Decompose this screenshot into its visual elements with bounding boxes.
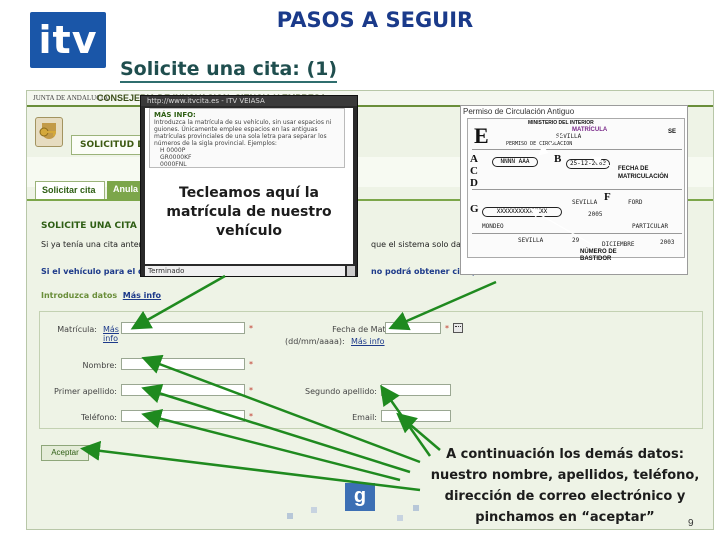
matricula-link-line2: info (103, 334, 119, 343)
tab-bar: Solicitar cita Anula (27, 181, 713, 199)
notice-vehicle: Si el vehículo para el que no podrá obte… (41, 267, 487, 276)
notice1-text: Si ya tenía una cita anterior (41, 240, 153, 249)
intro-label: Introduzca datos (41, 291, 118, 300)
permit-uso: PARTICULAR (632, 223, 669, 230)
permit-caption: Permiso de Circulación Antiguo (463, 107, 575, 116)
intro-more-info-link[interactable]: Más info (122, 291, 162, 300)
permit-letter-g: G (470, 203, 479, 215)
matricula-more-info-link[interactable]: Más info (103, 325, 119, 343)
permit-sign-year: 2003 (660, 239, 675, 246)
permit-sign-month: DICIEMBRE (602, 241, 635, 248)
permit-sign-day: 29 (572, 237, 580, 244)
permit-bastidor-box: XXXXXXXXXXXXXX (482, 207, 562, 217)
notice-previous-appointment: Si ya tenía una cita anterior que el sis… (41, 240, 701, 249)
matricula-label: Matrícula: (57, 325, 97, 334)
email-input[interactable] (381, 410, 451, 422)
popup-status-bar: Terminado (145, 266, 345, 276)
permit-year: 2005 (588, 211, 603, 218)
permit-document: MINISTERIO DEL INTERIOR E SEVILLA MATRÍC… (467, 118, 685, 262)
permit-date-box: 25-12-2003 (566, 159, 610, 169)
aceptar-button[interactable]: Aceptar (41, 445, 89, 461)
fecha-required-mark: * (445, 324, 449, 333)
fecha-more-info-link[interactable]: Más info (351, 337, 385, 346)
permit-label: PERMISO DE CIRCULACION (506, 141, 573, 147)
permit-letter-f: F (604, 191, 611, 203)
scroll-arrow-icon[interactable] (347, 266, 355, 276)
permiso-circulacion-image: Permiso de Circulación Antiguo MINISTERI… (460, 105, 688, 275)
info-text: Introduzca la matrícula de su vehículo, … (154, 119, 332, 147)
primer-apellido-label: Primer apellido: (54, 387, 117, 396)
solicitud-header-text: SOLICITUD DE (80, 140, 151, 150)
permit-city: SEVILLA (572, 199, 598, 206)
popup-callout: Tecleamos aquí la matrícula de nuestro v… (166, 185, 332, 239)
segundo-apellido-input[interactable] (381, 384, 451, 396)
matricula-link-line1: Más (103, 325, 119, 334)
permit-letter-d: D (470, 177, 478, 189)
section-title: SOLICITE UNA CITA (41, 221, 137, 231)
info-example-2: GR0000KF (160, 154, 192, 161)
junta-label: JUNTA DE ANDALUCIA (33, 94, 109, 102)
tab-solicitar-cita[interactable]: Solicitar cita (35, 181, 105, 199)
permit-model: MONDEO (482, 223, 504, 230)
permit-se: SE (668, 129, 677, 135)
calendar-icon[interactable] (453, 323, 463, 333)
permit-brand: FORD (628, 199, 643, 206)
fecha-matriculacion-input[interactable] (385, 322, 441, 334)
telefono-required-mark: * (249, 412, 253, 421)
fecha-label: Fecha de Matriculación: (332, 325, 427, 334)
info-example-3: 0000FNL (160, 161, 187, 168)
itv-logo-text: itv (38, 18, 98, 62)
permit-letter-e: E (474, 123, 489, 148)
info-box: MÁS INFO: Introduzca la matrícula de su … (149, 108, 345, 168)
page-number: 9 (688, 518, 694, 529)
permit-header: MINISTERIO DEL INTERIOR (528, 120, 594, 126)
permit-matricula-tag: MATRÍCULA (572, 127, 608, 133)
popup-body: MÁS INFO: Introduzca la matrícula de su … (145, 108, 353, 264)
permit-rule-3 (472, 233, 682, 234)
permit-city-top: SEVILLA (556, 133, 582, 140)
telefono-label: Teléfono: (81, 413, 117, 422)
permit-letter-c: C (470, 165, 478, 177)
permit-plate-box: NNNN AAA (492, 157, 538, 167)
itv-logo: itv (30, 12, 106, 68)
nombre-label: Nombre: (82, 361, 117, 370)
matricula-required-mark: * (249, 324, 253, 333)
tab-anular[interactable]: Anula (107, 181, 147, 199)
primer-apellido-input[interactable] (121, 384, 245, 396)
tab-underline (27, 199, 713, 201)
telefono-input[interactable] (121, 410, 245, 422)
permit-fecha-tag: FECHA DE MATRICULACIÓN (618, 166, 669, 180)
notice1-right-text: que el sistema solo da una ci (371, 240, 488, 249)
primer-apellido-required-mark: * (249, 386, 253, 395)
more-info-popup: http://www.itvcita.es - ITV VEIASA MÁS I… (140, 95, 358, 277)
permit-letter-a: A (470, 153, 478, 165)
nombre-input[interactable] (121, 358, 245, 370)
intro-line: Introduzca datos Más info (41, 291, 161, 300)
notice2-right-text: no podrá obtener cita por (371, 267, 488, 276)
decorative-dots (287, 505, 419, 521)
slide-title: PASOS A SEGUIR (276, 8, 474, 32)
permit-rule-2 (472, 189, 682, 190)
email-label: Email: (352, 413, 377, 422)
permit-letter-b: B (554, 153, 562, 165)
matricula-input[interactable] (121, 322, 245, 334)
segundo-apellido-label: Segundo apellido: (305, 387, 377, 396)
fecha-format-hint: (dd/mm/aaaa): (285, 337, 345, 346)
notice2-text: Si el vehículo para el que (41, 267, 155, 276)
permit-sign-city: SEVILLA (518, 237, 544, 244)
permit-bastidor-tag: NÚMERO DE BASTIDOR (580, 249, 617, 262)
bottom-callout: A continuación los demás datos: nuestro … (430, 447, 700, 525)
popup-titlebar: http://www.itvcita.es - ITV VEIASA (141, 96, 357, 106)
permit-rule-1 (472, 149, 682, 150)
info-example-1: H 0000P (160, 147, 186, 154)
key-icon (39, 127, 56, 137)
slide-subtitle: Solicite una cita: (1) (120, 58, 338, 83)
info-title: MÁS INFO: (154, 111, 196, 119)
nombre-required-mark: * (249, 360, 253, 369)
